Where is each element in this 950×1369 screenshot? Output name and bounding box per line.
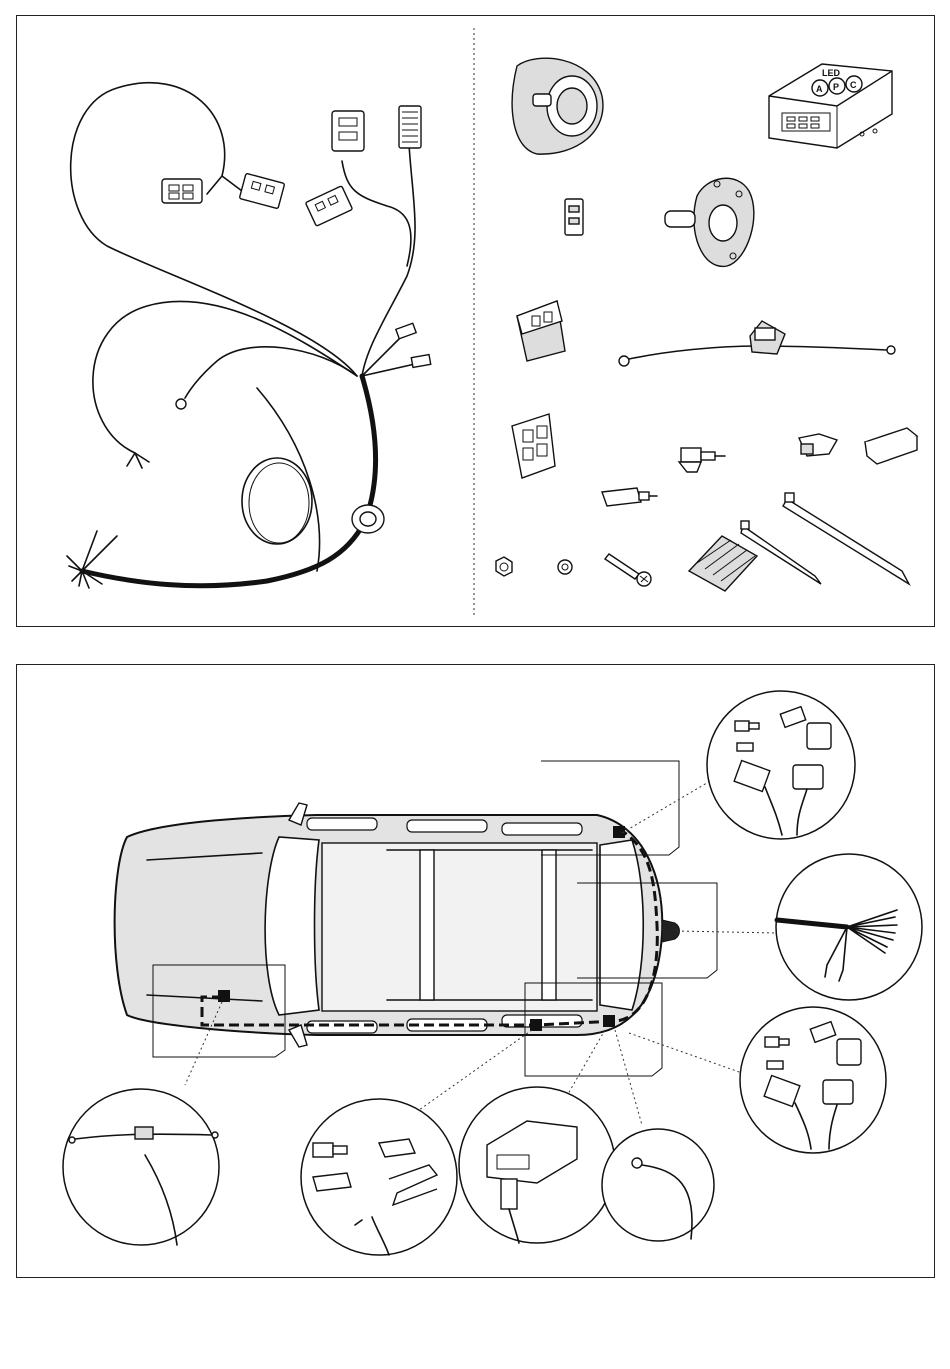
kit-contents-panel: LED A P C bbox=[16, 15, 935, 627]
insulated-connector-sleeve bbox=[865, 428, 917, 464]
detail-circle-wire-ends bbox=[776, 854, 922, 1000]
led-letter-p: P bbox=[833, 82, 839, 92]
harness-wire-end-split bbox=[127, 453, 149, 468]
small-plug-part bbox=[565, 199, 583, 235]
kit-contents-drawing: LED A P C bbox=[17, 16, 936, 628]
flat-terminal-part bbox=[602, 488, 657, 506]
socket-7-pin bbox=[512, 58, 603, 154]
fuse-holder-wire bbox=[619, 321, 895, 366]
tow-ball bbox=[662, 920, 680, 942]
harness-wire-top-loop bbox=[71, 83, 357, 376]
socket-mounting-plate bbox=[665, 178, 754, 266]
harness-wire-left-loop bbox=[93, 301, 357, 453]
car-rear-window bbox=[600, 840, 643, 1010]
coiled-wire-loop bbox=[242, 458, 312, 544]
roof-bar-front bbox=[420, 850, 434, 1000]
side-connector-wires bbox=[362, 336, 415, 376]
led-badge: LED bbox=[822, 68, 841, 78]
main-cable-upper bbox=[362, 376, 376, 521]
harness-wire-upright bbox=[362, 144, 415, 376]
adhesive-tape-part bbox=[689, 536, 757, 591]
nut-part bbox=[496, 557, 512, 576]
harness-wire-middle bbox=[342, 161, 411, 266]
detail-circle-led-module bbox=[459, 1087, 615, 1243]
coiled-wire-loop-inner bbox=[249, 463, 309, 543]
installation-panel bbox=[16, 664, 935, 1278]
led-module-box: LED A P C bbox=[769, 64, 892, 148]
led-letter-c: C bbox=[850, 80, 857, 90]
side-window-4 bbox=[307, 1021, 377, 1033]
harness-wire-split bbox=[207, 176, 242, 194]
roof-bar-rear bbox=[542, 850, 556, 1000]
side-connector-1 bbox=[396, 323, 416, 339]
lock-washer-part bbox=[558, 560, 572, 574]
ground-wire bbox=[185, 347, 357, 398]
wiring-harness bbox=[67, 83, 431, 588]
harness-wire-long bbox=[257, 388, 320, 571]
car-windshield bbox=[265, 837, 319, 1015]
insulated-connector-male bbox=[799, 434, 837, 456]
side-connector-2 bbox=[411, 355, 430, 368]
detail-circle-ground bbox=[602, 1129, 714, 1241]
side-window-1 bbox=[307, 818, 377, 830]
wire-connector-pair bbox=[679, 448, 725, 472]
relay-part bbox=[517, 301, 565, 361]
harness-connector-a bbox=[162, 179, 202, 203]
grommet-inner bbox=[360, 512, 376, 526]
main-cable-lower bbox=[82, 521, 365, 586]
detail-circle-fuse bbox=[63, 1089, 219, 1245]
harness-connector-d bbox=[305, 186, 352, 226]
harness-connector-multipin bbox=[399, 106, 421, 148]
ground-ring-terminal bbox=[176, 399, 186, 409]
mount-point-splice bbox=[530, 1019, 542, 1031]
detail-circle-connectors-top bbox=[707, 691, 855, 839]
wire-ends-fan bbox=[67, 531, 117, 588]
detail-circle-connectors-bottom bbox=[740, 1007, 886, 1153]
side-window-3 bbox=[502, 823, 582, 835]
mount-point-fuse bbox=[218, 990, 230, 1002]
harness-connector-b bbox=[239, 173, 284, 208]
mount-point-module bbox=[603, 1015, 615, 1027]
connector-housing-part bbox=[512, 414, 555, 478]
installation-drawing bbox=[17, 665, 936, 1279]
led-letter-a: A bbox=[816, 84, 823, 94]
detail-circle-splice-connectors bbox=[301, 1099, 457, 1255]
harness-connector-c bbox=[332, 111, 364, 151]
side-window-2 bbox=[407, 820, 487, 832]
car-top-view bbox=[115, 803, 680, 1047]
cable-tie-short bbox=[741, 521, 821, 584]
screw-part bbox=[605, 554, 651, 586]
